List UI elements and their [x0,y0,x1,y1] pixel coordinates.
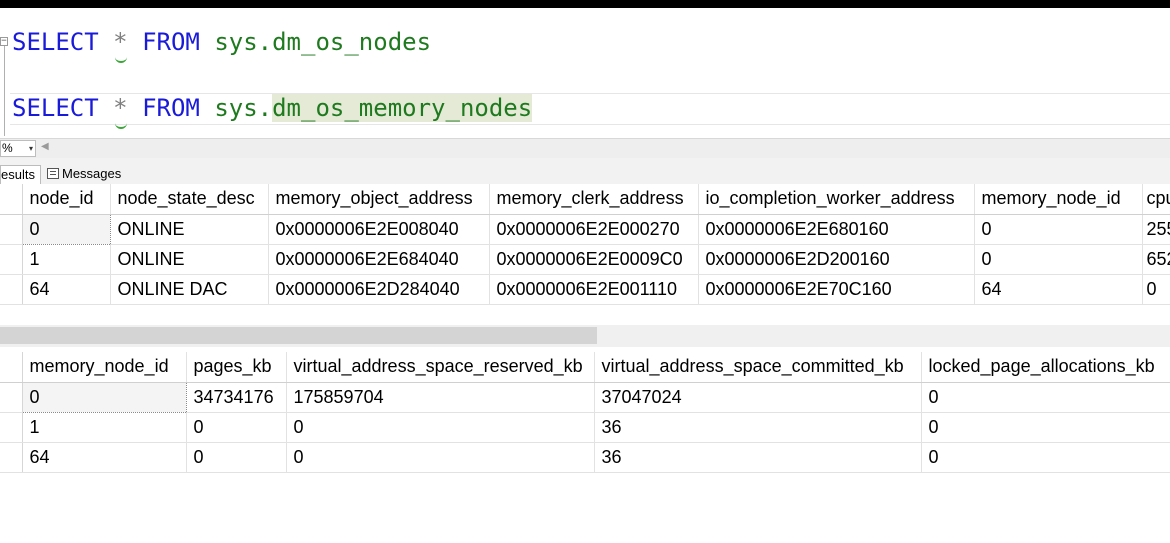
keyword-from: FROM [142,94,200,122]
column-header[interactable]: node_state_desc [110,184,269,215]
row-header[interactable] [0,214,23,245]
table-cell[interactable]: 0 [1142,274,1170,305]
column-header[interactable]: memory_clerk_address [489,184,699,215]
query-editor[interactable]: − SELECT * FROM sys.dm_os_nodes SELECT *… [0,8,1170,138]
table-cell[interactable]: 0 [921,412,1170,443]
table-cell-selected[interactable]: 0 [21,381,187,413]
table-cell[interactable]: 1 [22,244,111,275]
messages-icon [47,168,59,179]
table-cell[interactable]: 0 [921,382,1170,413]
keyword-select: SELECT [12,28,99,56]
table-row: 0 ONLINE 0x0000006E2E008040 0x0000006E2E… [0,213,1170,245]
tab-messages-label: Messages [62,166,122,181]
star-operator: * [113,94,128,122]
tab-results-label: esults [1,167,35,182]
keyword-select: SELECT [12,94,99,122]
outline-fold-line [4,46,5,136]
table-cell[interactable]: 1 [22,412,187,443]
zoom-value: % [2,141,13,155]
table-cell[interactable]: 64 [22,274,111,305]
row-header-corner[interactable] [0,352,23,383]
star-operator: * [113,28,128,56]
keyword-from: FROM [142,28,200,56]
column-header[interactable]: node_id [22,184,111,215]
table-cell[interactable]: 0x0000006E2E70C160 [698,274,975,305]
results-grid-2[interactable]: memory_node_id pages_kb virtual_address_… [0,352,1170,473]
window-top-edge [0,0,1170,8]
column-header[interactable]: virtual_address_space_committed_kb [594,352,922,383]
table-cell[interactable]: 652 [1142,244,1170,275]
table-row: 64 ONLINE DAC 0x0000006E2D284040 0x00000… [0,274,1170,305]
scrollbar-thumb[interactable] [0,327,597,344]
table-cell[interactable]: 0 [186,412,287,443]
tab-messages[interactable]: Messages [46,165,136,185]
table-cell[interactable]: 0x0000006E2E0009C0 [489,244,699,275]
chevron-down-icon[interactable]: ▾ [28,144,33,153]
table-cell[interactable]: 0x0000006E2E001110 [489,274,699,305]
row-header[interactable] [0,382,23,413]
table-cell[interactable]: 0x0000006E2E684040 [268,244,490,275]
column-header[interactable]: locked_page_allocations_kb [921,352,1170,383]
table-row: 1 0 0 36 0 [0,412,1170,443]
table-cell[interactable]: 0 [286,412,595,443]
table-cell[interactable]: 0x0000006E2E008040 [268,214,490,245]
column-header[interactable]: cpu [1142,184,1170,215]
column-header[interactable]: memory_node_id [22,352,187,383]
row-header[interactable] [0,412,23,443]
table-cell[interactable]: 64 [974,274,1143,305]
row-header[interactable] [0,442,23,473]
table-cell[interactable]: 0 [974,244,1143,275]
table-row: 0 34734176 175859704 37047024 0 [0,381,1170,413]
table-cell[interactable]: ONLINE DAC [110,274,269,305]
table-cell[interactable]: 0 [186,442,287,473]
sql-line-2[interactable]: SELECT * FROM sys.dm_os_memory_nodes [12,93,533,123]
row-header-corner[interactable] [0,184,23,215]
header-row: node_id node_state_desc memory_object_ad… [0,184,1170,215]
results-grid-1[interactable]: node_id node_state_desc memory_object_ad… [0,184,1170,305]
table-cell[interactable]: ONLINE [110,244,269,275]
column-header[interactable]: io_completion_worker_address [698,184,975,215]
tab-results[interactable]: esults [0,165,41,185]
table-cell[interactable]: ONLINE [110,214,269,245]
column-header[interactable]: virtual_address_space_reserved_kb [286,352,595,383]
schema-name: sys. [214,94,273,122]
table-cell[interactable]: 0x0000006E2D200160 [698,244,975,275]
table-row: 64 0 0 36 0 [0,442,1170,473]
column-header[interactable]: memory_node_id [974,184,1143,215]
table-cell[interactable]: 64 [22,442,187,473]
zoom-dropdown[interactable]: % ▾ [0,140,36,157]
table-cell[interactable]: 36 [594,442,922,473]
header-row: memory_node_id pages_kb virtual_address_… [0,352,1170,383]
zoom-bar: % ▾ ◀ [0,138,1170,159]
collapse-icon[interactable]: − [0,36,8,46]
current-line-indicator [10,93,1170,125]
result-tabs: esults Messages [0,158,1170,185]
object-name: dm_os_nodes [272,28,432,56]
scroll-left-icon[interactable]: ◀ [41,141,49,152]
table-cell[interactable]: 0x0000006E2E000270 [489,214,699,245]
sql-line-1[interactable]: SELECT * FROM sys.dm_os_nodes [12,27,431,57]
table-cell[interactable]: 0 [286,442,595,473]
table-cell[interactable]: 0 [921,442,1170,473]
horizontal-scrollbar[interactable] [0,325,1170,347]
table-cell-selected[interactable]: 0 [21,213,111,245]
table-cell[interactable]: 175859704 [286,382,595,413]
object-name-highlighted: dm_os_memory_nodes [272,94,533,122]
table-cell[interactable]: 34734176 [186,382,287,413]
schema-name: sys. [214,28,273,56]
table-cell[interactable]: 36 [594,412,922,443]
row-header[interactable] [0,244,23,275]
table-cell[interactable]: 0 [974,214,1143,245]
table-cell[interactable]: 0x0000006E2D284040 [268,274,490,305]
table-cell[interactable]: 0x0000006E2E680160 [698,214,975,245]
column-header[interactable]: memory_object_address [268,184,490,215]
table-row: 1 ONLINE 0x0000006E2E684040 0x0000006E2E… [0,244,1170,275]
column-header[interactable]: pages_kb [186,352,287,383]
table-cell[interactable]: 255 [1142,214,1170,245]
table-cell[interactable]: 37047024 [594,382,922,413]
row-header[interactable] [0,274,23,305]
